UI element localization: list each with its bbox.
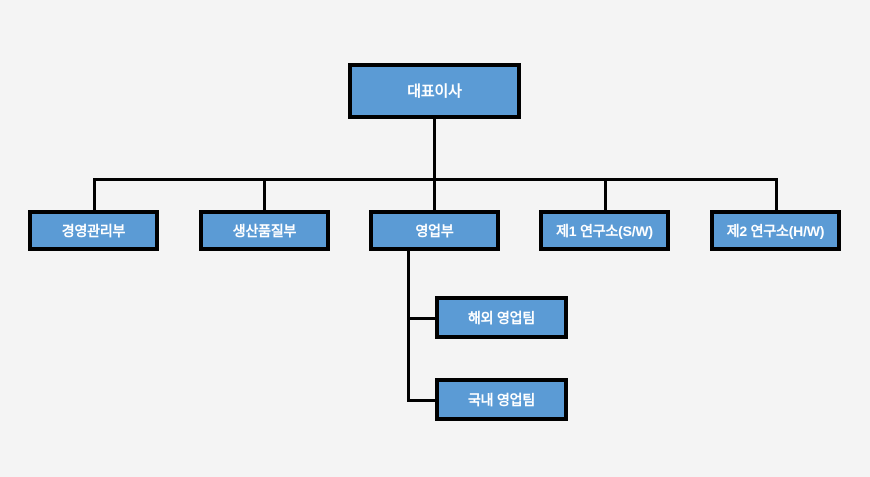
node-sales-department[interactable]: 영업부: [369, 210, 500, 251]
node-ceo[interactable]: 대표이사: [348, 63, 521, 119]
connector-branch-team2: [407, 399, 438, 402]
connector-drop-dept3: [433, 178, 436, 210]
connector-drop-dept5: [775, 178, 778, 210]
node-management-department[interactable]: 경영관리부: [28, 210, 159, 251]
node-overseas-sales-team[interactable]: 해외 영업팀: [435, 296, 568, 339]
connector-sales-spine: [407, 251, 410, 402]
connector-drop-dept2: [263, 178, 266, 210]
node-research-institute-1[interactable]: 제1 연구소(S/W): [539, 210, 670, 251]
node-domestic-sales-team[interactable]: 국내 영업팀: [435, 378, 568, 421]
node-production-quality-department[interactable]: 생산품질부: [199, 210, 330, 251]
connector-department-bus: [94, 178, 778, 181]
connector-branch-team1: [407, 317, 438, 320]
connector-drop-dept1: [93, 178, 96, 210]
connector-ceo-stem: [433, 119, 436, 180]
connector-drop-dept4: [604, 178, 607, 210]
node-research-institute-2[interactable]: 제2 연구소(H/W): [710, 210, 841, 251]
